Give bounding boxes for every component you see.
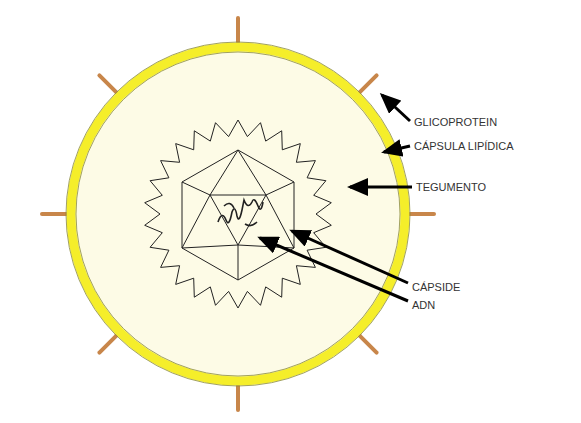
spike bbox=[360, 75, 377, 92]
envelope-outer-edge bbox=[66, 42, 410, 386]
spike bbox=[99, 75, 116, 92]
glycoprotein-spikes bbox=[42, 18, 434, 410]
envelope-label: CÁPSULA LIPÍDICA bbox=[414, 139, 514, 153]
lipid-envelope bbox=[71, 47, 405, 381]
spike bbox=[236, 18, 240, 42]
dna-label: ADN bbox=[412, 298, 435, 312]
capsid-label: CÁPSIDE bbox=[412, 280, 460, 294]
spike bbox=[410, 212, 434, 216]
spike bbox=[360, 336, 377, 353]
spike bbox=[42, 212, 66, 216]
tegument-label: TEGUMENTO bbox=[416, 180, 486, 194]
spike bbox=[99, 336, 116, 353]
envelope-inner-edge bbox=[76, 52, 400, 376]
glycoprotein-label: GLICOPROTEIN bbox=[414, 115, 497, 129]
dna-squiggle bbox=[218, 200, 263, 226]
spike bbox=[236, 386, 240, 410]
leader-arrows bbox=[260, 95, 412, 301]
tegument-zigzag bbox=[145, 120, 332, 308]
capsid-icosahedron bbox=[182, 150, 294, 280]
